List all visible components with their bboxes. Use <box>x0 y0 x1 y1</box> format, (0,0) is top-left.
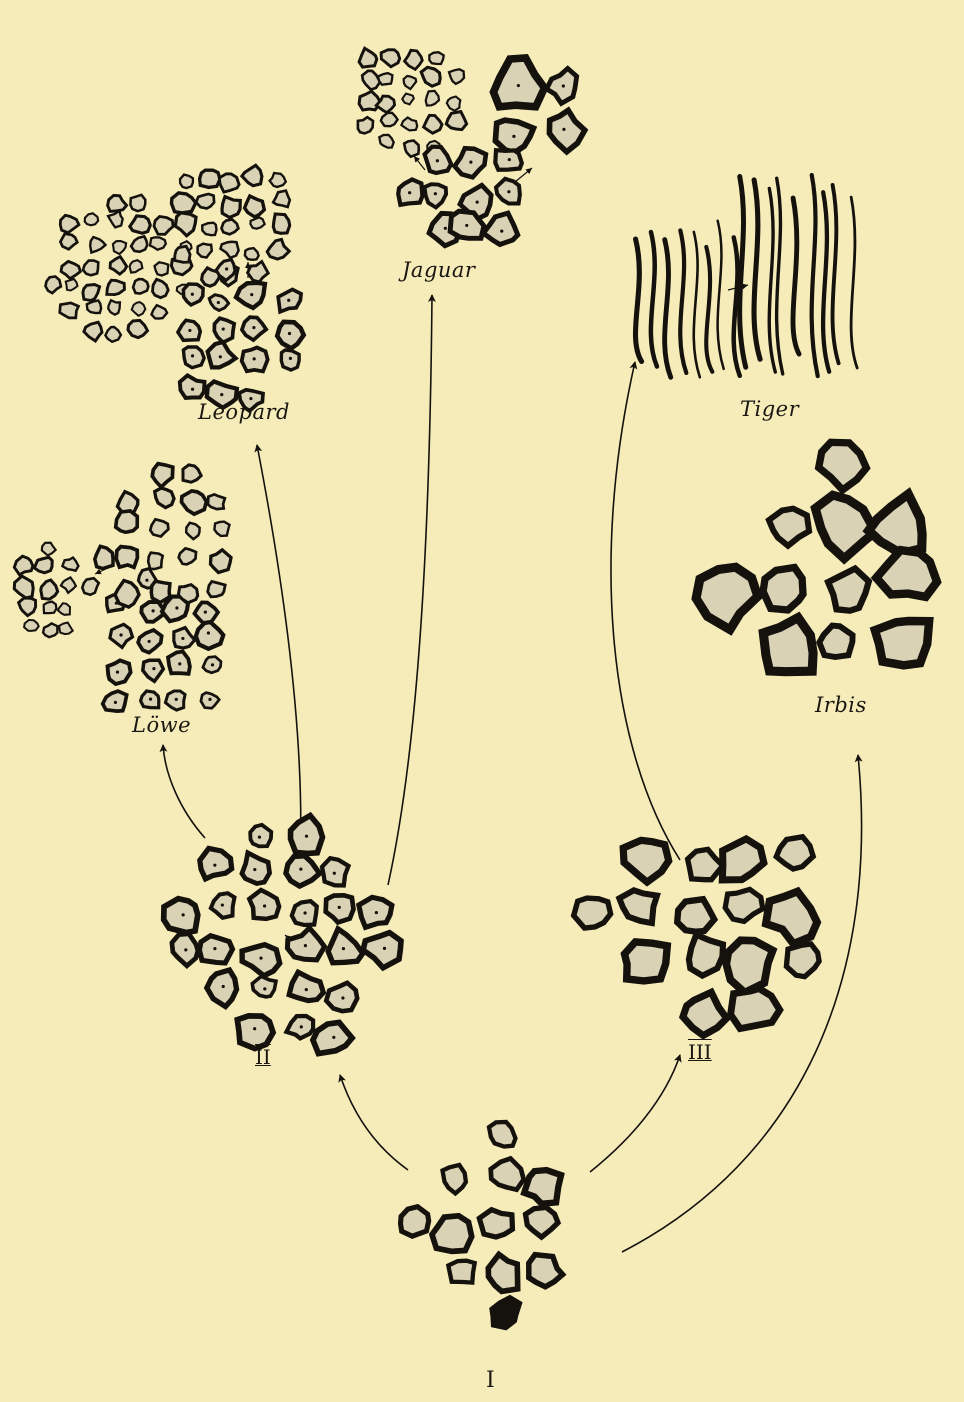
pattern-tiger-right <box>740 175 858 376</box>
pattern-leopard-lower <box>178 260 304 411</box>
pattern-tiger-left <box>635 221 739 378</box>
pattern-jaguar-large <box>494 58 585 153</box>
label-tiger: Tiger <box>740 397 799 421</box>
pattern-stage-2 <box>164 816 401 1054</box>
arrow-stage1-to-stage3 <box>590 1055 680 1172</box>
pattern-jaguar-small <box>358 48 467 156</box>
label-stage-1: I <box>486 1368 495 1393</box>
label-stage-2: II <box>255 1045 271 1069</box>
arrow-stage3-to-tiger <box>611 362 680 860</box>
pattern-stage-1 <box>401 1122 563 1330</box>
pattern-stage-3 <box>574 837 819 1036</box>
arrow-stage2-to-leopard <box>257 445 301 862</box>
arrow-stage2-to-jaguar <box>388 295 432 885</box>
label-irbis: Irbis <box>815 693 867 717</box>
label-stage-3: III <box>688 1040 712 1064</box>
arrow-inner-jaguar-left <box>414 156 425 170</box>
label-leopard: Leopard <box>198 400 290 424</box>
label-loewe: Löwe <box>132 713 191 737</box>
arrow-stage1-to-stage2 <box>340 1075 408 1170</box>
pattern-loewe-rosettes <box>95 464 231 607</box>
pattern-loewe-stripes <box>14 543 99 638</box>
pattern-jaguar-lower <box>398 147 522 246</box>
arrow-stage2-to-loewe <box>163 745 205 838</box>
label-jaguar: Jaguar <box>402 258 475 282</box>
pattern-irbis <box>696 442 937 671</box>
pattern-leopard-small <box>46 195 192 342</box>
